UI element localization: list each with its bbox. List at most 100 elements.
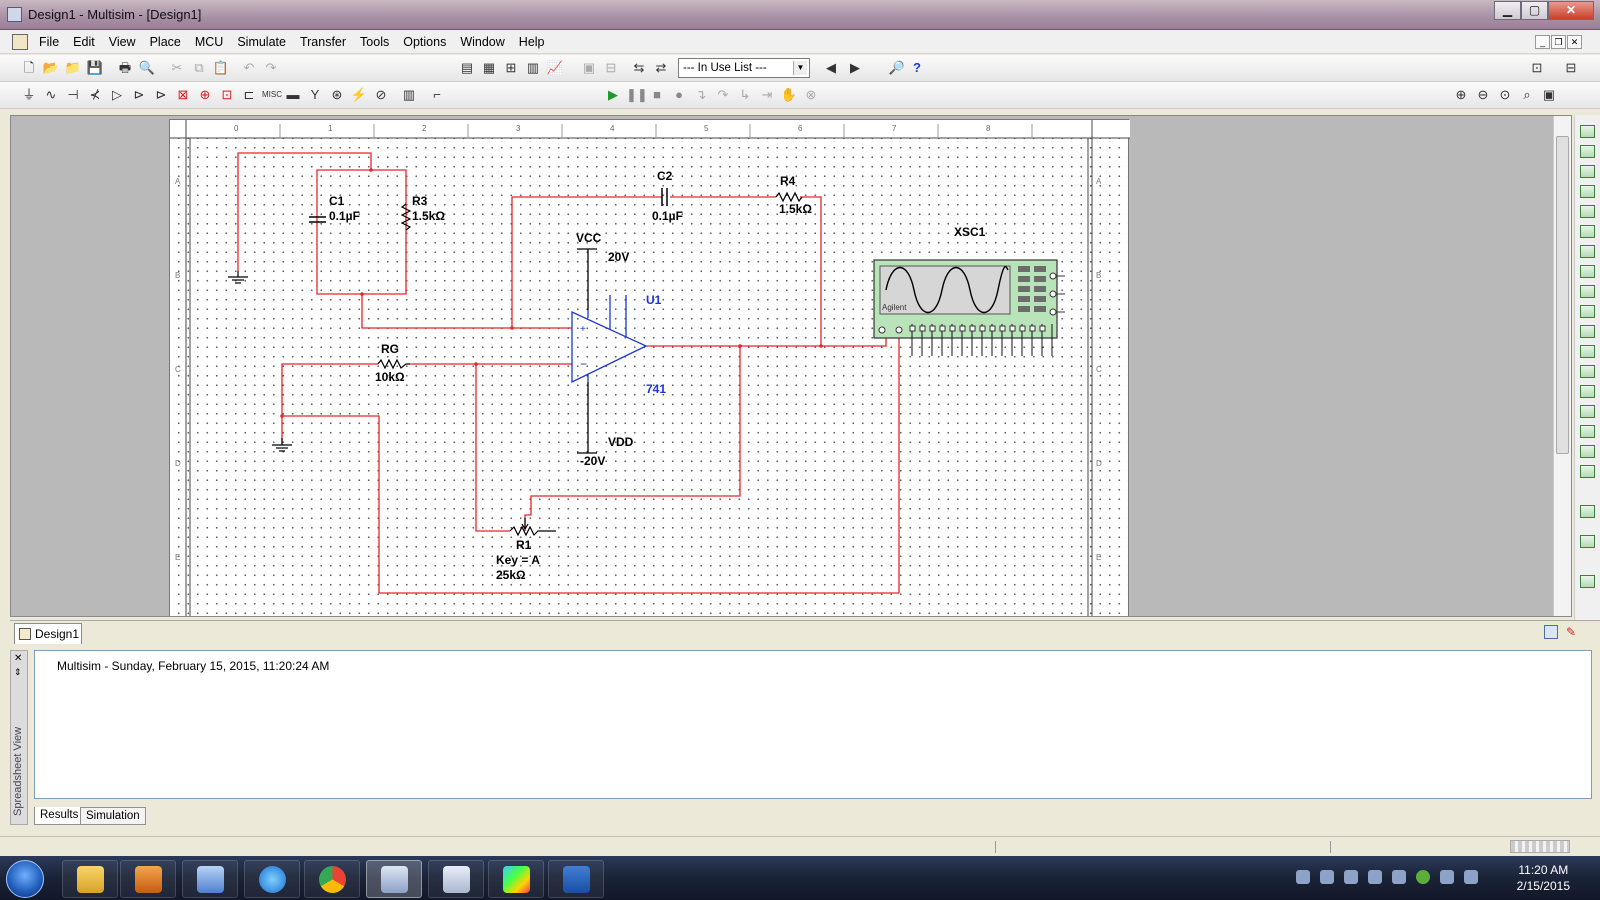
u1-opamp-symbol[interactable]: [571, 295, 648, 384]
wire-to-c2[interactable]: [511, 196, 662, 328]
place-mcu-icon[interactable]: ⊘: [375, 87, 387, 102]
c1-capacitor-symbol[interactable]: [309, 216, 326, 223]
open-sample-icon[interactable]: 📁: [64, 60, 82, 75]
tray-display-icon[interactable]: [1368, 870, 1382, 884]
place-misc-icon[interactable]: MISC: [262, 90, 282, 99]
tray-app-icon[interactable]: [1416, 870, 1430, 884]
distortion-analyzer-icon[interactable]: [1580, 345, 1595, 358]
oscilloscope-icon[interactable]: [1580, 185, 1595, 198]
word-generator-icon[interactable]: [1580, 265, 1595, 278]
menu-tools[interactable]: Tools: [360, 34, 390, 49]
wire-to-noninv[interactable]: [361, 294, 572, 329]
tab-simulation[interactable]: Simulation: [80, 807, 146, 825]
probe-icon[interactable]: ✎: [1566, 625, 1577, 639]
menu-simulate[interactable]: Simulate: [237, 34, 286, 49]
start-button[interactable]: [6, 860, 44, 898]
function-generator-icon[interactable]: [1580, 145, 1595, 158]
step-into-icon[interactable]: ↴: [695, 87, 707, 102]
agilent-generator-icon[interactable]: [1580, 405, 1595, 418]
tektronix-oscilloscope-icon[interactable]: [1580, 465, 1595, 478]
mdi-restore-button[interactable]: ❐: [1551, 35, 1566, 49]
run-to-cursor-icon[interactable]: ⇥: [761, 87, 773, 102]
view-toggle-2-icon[interactable]: ⊟: [1565, 60, 1577, 75]
tab-results[interactable]: Results: [34, 807, 85, 825]
place-rf-icon[interactable]: Y: [310, 87, 320, 102]
help-icon[interactable]: ?: [913, 60, 921, 75]
wire-bottom-loop[interactable]: [282, 338, 900, 594]
place-diode-icon[interactable]: ⊣: [67, 87, 79, 102]
zoom-fit-icon[interactable]: ⌕: [1523, 87, 1531, 102]
cut-icon[interactable]: ✂: [171, 60, 183, 75]
menu-help[interactable]: Help: [518, 34, 545, 49]
bus-icon[interactable]: ⌐: [433, 87, 441, 102]
menu-transfer[interactable]: Transfer: [299, 34, 347, 49]
iv-analyzer-icon[interactable]: [1580, 325, 1595, 338]
wire-r4-output[interactable]: [800, 196, 887, 347]
r3-resistor-symbol[interactable]: [400, 203, 412, 231]
agilent-oscilloscope-icon[interactable]: [1580, 445, 1595, 458]
in-use-list-dropdown[interactable]: --- In Use List --- ▼: [678, 58, 810, 78]
database-manager-icon[interactable]: ⊞: [505, 60, 517, 75]
scroll-thumb[interactable]: [1556, 136, 1569, 454]
taskbar-app-3[interactable]: [182, 860, 238, 898]
measurement-probe-icon[interactable]: [1580, 505, 1595, 518]
maximize-button[interactable]: ▢: [1521, 1, 1548, 20]
step-over-icon[interactable]: ↷: [717, 87, 729, 102]
r1-potentiometer-symbol[interactable]: [509, 518, 556, 537]
place-advanced-peripherals-icon[interactable]: ▬: [286, 87, 300, 102]
pin-icon[interactable]: ⇕: [14, 667, 22, 677]
tray-location-icon[interactable]: [1296, 870, 1310, 884]
frequency-counter-icon[interactable]: [1580, 245, 1595, 258]
menu-window[interactable]: Window: [460, 34, 505, 49]
grapher-icon[interactable]: 📈: [546, 60, 564, 75]
place-source-icon[interactable]: ⏚: [22, 87, 36, 102]
schematic-sheet[interactable]: 0 1 2 3 4 5 6 7 8 A B C D E A: [169, 119, 1130, 616]
postprocessor-icon[interactable]: ▣: [582, 60, 596, 75]
r4-resistor-symbol[interactable]: [775, 191, 803, 203]
vdd-source-symbol[interactable]: [577, 382, 597, 454]
close-button[interactable]: ✕: [1548, 1, 1594, 20]
wire-inv-to-pot[interactable]: [475, 364, 510, 532]
taskbar-calculator[interactable]: [428, 860, 484, 898]
forward-icon[interactable]: ▶: [850, 60, 860, 75]
back-annotate-icon[interactable]: ⇆: [633, 60, 645, 75]
print-preview-icon[interactable]: 🔍: [138, 60, 156, 75]
place-power-icon[interactable]: ⊏: [243, 87, 255, 102]
undo-icon[interactable]: ↶: [243, 60, 255, 75]
place-mixed-icon[interactable]: ⊕: [199, 87, 211, 102]
toggle-breakpoint-icon[interactable]: ✋: [780, 87, 798, 102]
zoom-out-icon[interactable]: ⊖: [1477, 87, 1489, 102]
erc-icon[interactable]: ⊟: [605, 60, 617, 75]
tray-volume-icon[interactable]: [1464, 870, 1478, 884]
menu-view[interactable]: View: [108, 34, 136, 49]
workspace-vertical-scrollbar[interactable]: [1553, 116, 1571, 616]
full-screen-icon[interactable]: ▣: [1542, 87, 1556, 102]
labview-instrument-icon[interactable]: [1580, 535, 1595, 548]
taskbar-clock[interactable]: 11:20 AM 2/15/2015: [1517, 862, 1570, 894]
logic-converter-icon[interactable]: [1580, 285, 1595, 298]
redo-icon[interactable]: ↷: [265, 60, 277, 75]
forward-annotate-icon[interactable]: ⇄: [655, 60, 667, 75]
view-toggle-icon[interactable]: ⊡: [1531, 60, 1543, 75]
run-simulation-icon[interactable]: ▶: [608, 87, 618, 102]
place-cmos-icon[interactable]: ⊳: [155, 87, 167, 102]
logic-analyzer-icon[interactable]: [1580, 305, 1595, 318]
taskbar-multisim[interactable]: [366, 860, 422, 898]
tray-device-icon[interactable]: [1344, 870, 1358, 884]
place-ttl-icon[interactable]: ⊳: [133, 87, 145, 102]
taskbar-chrome[interactable]: [304, 860, 360, 898]
place-analog-icon[interactable]: ▷: [112, 87, 122, 102]
mdi-minimize-button[interactable]: _: [1535, 35, 1550, 49]
taskbar-word[interactable]: [548, 860, 604, 898]
taskbar-media-player[interactable]: [120, 860, 176, 898]
remove-breakpoints-icon[interactable]: ⊗: [805, 87, 817, 102]
agilent-multimeter-icon[interactable]: [1580, 425, 1595, 438]
spectrum-analyzer-icon[interactable]: [1580, 365, 1595, 378]
four-channel-oscilloscope-icon[interactable]: [1580, 205, 1595, 218]
zoom-in-icon[interactable]: ⊕: [1455, 87, 1467, 102]
find-icon[interactable]: 🔎: [888, 60, 906, 75]
place-transistor-icon[interactable]: ⊀: [89, 87, 101, 102]
mdi-close-button[interactable]: ✕: [1567, 35, 1582, 49]
menu-file[interactable]: File: [39, 34, 60, 49]
copy-icon[interactable]: ⧉: [194, 60, 204, 75]
